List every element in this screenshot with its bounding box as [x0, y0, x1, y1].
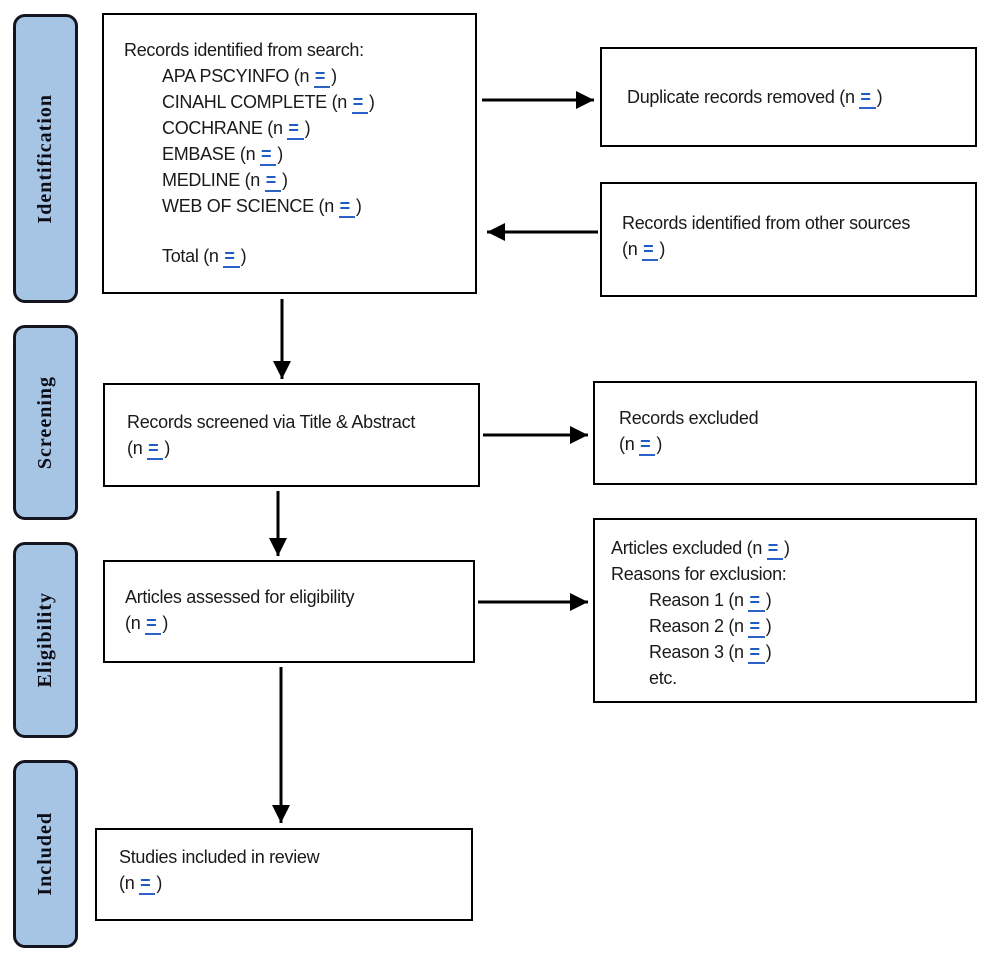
n-field[interactable]: =	[748, 616, 765, 638]
n-field[interactable]: =	[748, 642, 765, 664]
box-duplicates-removed: Duplicate records removed (n =)	[600, 47, 977, 147]
n-field[interactable]: =	[264, 170, 281, 192]
articles-excluded-line1: Articles excluded (n =)	[611, 538, 790, 560]
records-excluded-line1: Records excluded	[619, 408, 759, 428]
stage-identification: Identification	[13, 14, 78, 303]
n-field[interactable]: =	[748, 590, 765, 612]
n-field[interactable]: =	[859, 87, 876, 109]
box-studies-included: Studies included in review (n =)	[95, 828, 473, 921]
n-field[interactable]: =	[147, 438, 164, 460]
included-line2: (n =)	[119, 873, 163, 895]
other-sources-line2: (n =)	[622, 239, 666, 261]
reason-1-line: Reason 1 (n =)	[649, 590, 772, 612]
source-line-web-of-science: WEB OF SCIENCE (n =)	[162, 196, 362, 218]
source-line-embase: EMBASE (n =)	[162, 144, 283, 166]
reason-3-line: Reason 3 (n =)	[649, 642, 772, 664]
source-line-medline: MEDLINE (n =)	[162, 170, 288, 192]
records-excluded-line2: (n =)	[619, 434, 663, 456]
duplicates-line: Duplicate records removed (n =)	[627, 87, 883, 109]
n-field[interactable]: =	[642, 239, 659, 261]
box-records-identified: Records identified from search: APA PSCY…	[102, 13, 477, 294]
n-field[interactable]: =	[287, 118, 304, 140]
n-field[interactable]: =	[351, 92, 368, 114]
n-field[interactable]: =	[338, 196, 355, 218]
screened-line1: Records screened via Title & Abstract	[127, 412, 416, 432]
n-field[interactable]: =	[145, 613, 162, 635]
stage-included: Included	[13, 760, 78, 948]
source-line-cochrane: COCHRANE (n =)	[162, 118, 311, 140]
total-line: Total (n =)	[162, 246, 247, 268]
stage-identification-label: Identification	[34, 93, 56, 224]
source-line-cinahl: CINAHL COMPLETE (n =)	[162, 92, 375, 114]
articles-excluded-line2: Reasons for exclusion:	[611, 564, 787, 584]
box-records-excluded: Records excluded (n =)	[593, 381, 977, 485]
etc-line: etc.	[649, 668, 677, 688]
box-other-sources: Records identified from other sources (n…	[600, 182, 977, 297]
n-field[interactable]: =	[766, 538, 783, 560]
stage-eligibility-label: Eligibility	[34, 592, 56, 688]
other-sources-line1: Records identified from other sources	[622, 213, 911, 233]
assessed-line1: Articles assessed for eligibility	[125, 587, 355, 607]
reason-2-line: Reason 2 (n =)	[649, 616, 772, 638]
stage-eligibility: Eligibility	[13, 542, 78, 738]
n-field[interactable]: =	[139, 873, 156, 895]
n-field[interactable]: =	[639, 434, 656, 456]
box-articles-excluded: Articles excluded (n =) Reasons for excl…	[593, 518, 977, 703]
box-records-screened: Records screened via Title & Abstract (n…	[103, 383, 480, 487]
n-field[interactable]: =	[223, 246, 240, 268]
box-articles-assessed: Articles assessed for eligibility (n =)	[103, 560, 475, 663]
source-line-apa-psycinfo: APA PSCYINFO (n =)	[162, 66, 337, 88]
assessed-line2: (n =)	[125, 613, 169, 635]
stage-included-label: Included	[34, 812, 56, 896]
blank-line	[124, 219, 465, 243]
stage-screening-label: Screening	[34, 375, 56, 470]
n-field[interactable]: =	[313, 66, 331, 88]
stage-screening: Screening	[13, 325, 78, 520]
records-identified-intro: Records identified from search:	[124, 40, 364, 60]
n-field[interactable]: =	[260, 144, 277, 166]
screened-line2: (n =)	[127, 438, 171, 460]
included-line1: Studies included in review	[119, 847, 320, 867]
